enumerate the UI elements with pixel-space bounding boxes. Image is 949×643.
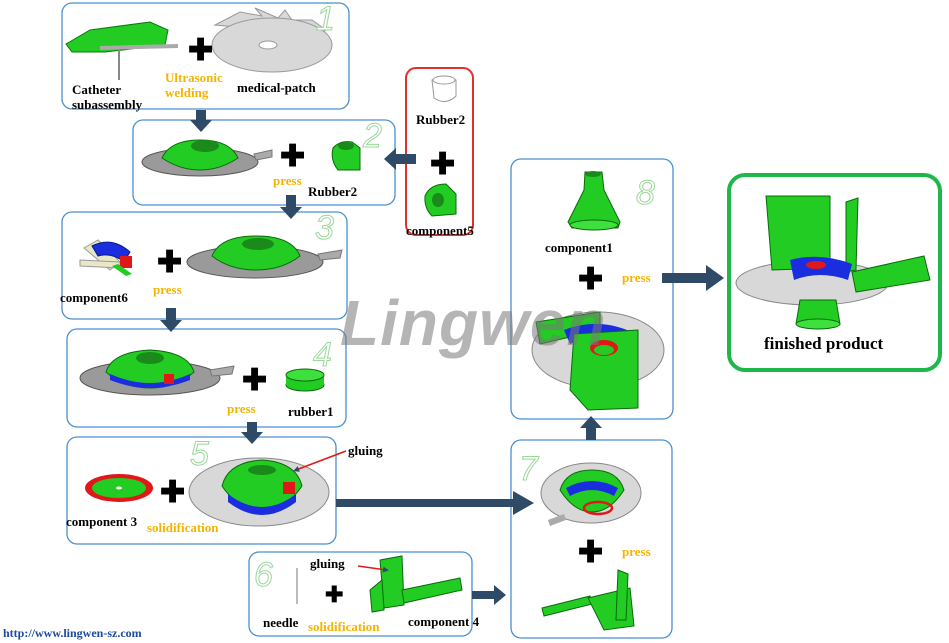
needle-label: needle [263, 615, 299, 630]
press8-label: press [622, 270, 651, 285]
finished-product-illustration [735, 195, 931, 330]
ultrasonic-welding-label: Ultrasonic welding [165, 70, 223, 100]
rubber2-part-illustration [331, 141, 361, 171]
step-number-6: 6 [254, 556, 274, 594]
plus-icon: ✚ [280, 140, 306, 173]
gluing5-pointer [293, 450, 347, 472]
solidification6-label: solidification [308, 619, 380, 634]
component5-illustration [424, 183, 457, 217]
component6-illustration [79, 239, 132, 276]
step-number-5: 5 [190, 435, 210, 473]
step-number-8: 8 [636, 174, 656, 212]
press2-label: press [273, 173, 302, 188]
step-number-1: 1 [316, 0, 336, 38]
step2-assembly-illustration [141, 139, 273, 177]
plus-icon: ✚ [188, 34, 214, 67]
step3-assembly-illustration [186, 235, 343, 279]
component1-illustration [567, 171, 621, 231]
rubber1-label: rubber1 [288, 404, 334, 419]
medical-patch-label: medical-patch [237, 80, 316, 95]
gluing6-label: gluing [310, 556, 345, 571]
step-number-7: 7 [519, 450, 539, 488]
component4-label: component 4 [408, 614, 480, 629]
step5-assembly-illustration [188, 457, 330, 527]
watermark: Lingwen [340, 287, 607, 359]
plus-icon: ✚ [578, 536, 604, 569]
press3-label: press [153, 282, 182, 297]
step7-assembly-illustration [540, 462, 642, 526]
rubber2-white-illustration [431, 75, 457, 102]
press4-label: press [227, 401, 256, 416]
press7-label: press [622, 544, 651, 559]
website-link[interactable]: http://www.lingwen-sz.com [3, 626, 142, 640]
step4-assembly-illustration [79, 349, 235, 396]
plus-icon: ✚ [242, 364, 268, 397]
plus-icon: ✚ [160, 476, 186, 509]
step-number-2: 2 [363, 117, 383, 155]
component1-label: component1 [545, 240, 613, 255]
rubber-box [405, 67, 474, 236]
plus-icon: ✚ [157, 246, 183, 279]
step-number-3: 3 [315, 209, 335, 247]
rubber2-label: Rubber2 [308, 184, 358, 199]
step8-assembly-illustration [531, 311, 665, 411]
plus-icon: ✚ [578, 263, 604, 296]
rubber1-illustration [285, 368, 325, 392]
component6-label: component6 [60, 290, 128, 305]
gluing6-pointer [357, 565, 389, 573]
component3-label: component 3 [66, 514, 138, 529]
component5-label: component5 [406, 223, 474, 238]
medical-patch-illustration [211, 7, 333, 73]
arrows [160, 110, 724, 605]
finished-product-label: finished product [764, 334, 884, 353]
rubber2-top-label: Rubber2 [416, 112, 466, 127]
plus-icon: ✚ [430, 148, 456, 181]
step-number-4: 4 [313, 336, 333, 374]
component3-illustration [85, 474, 153, 502]
solidification5-label: solidification [147, 520, 219, 535]
catheter-subassembly-illustration [65, 21, 178, 80]
gluing5-label: gluing [348, 443, 383, 458]
catheter-label: Catheter subassembly [72, 82, 143, 112]
step7-component4-illustration [541, 569, 635, 631]
plus-icon: ✚ [325, 582, 344, 607]
